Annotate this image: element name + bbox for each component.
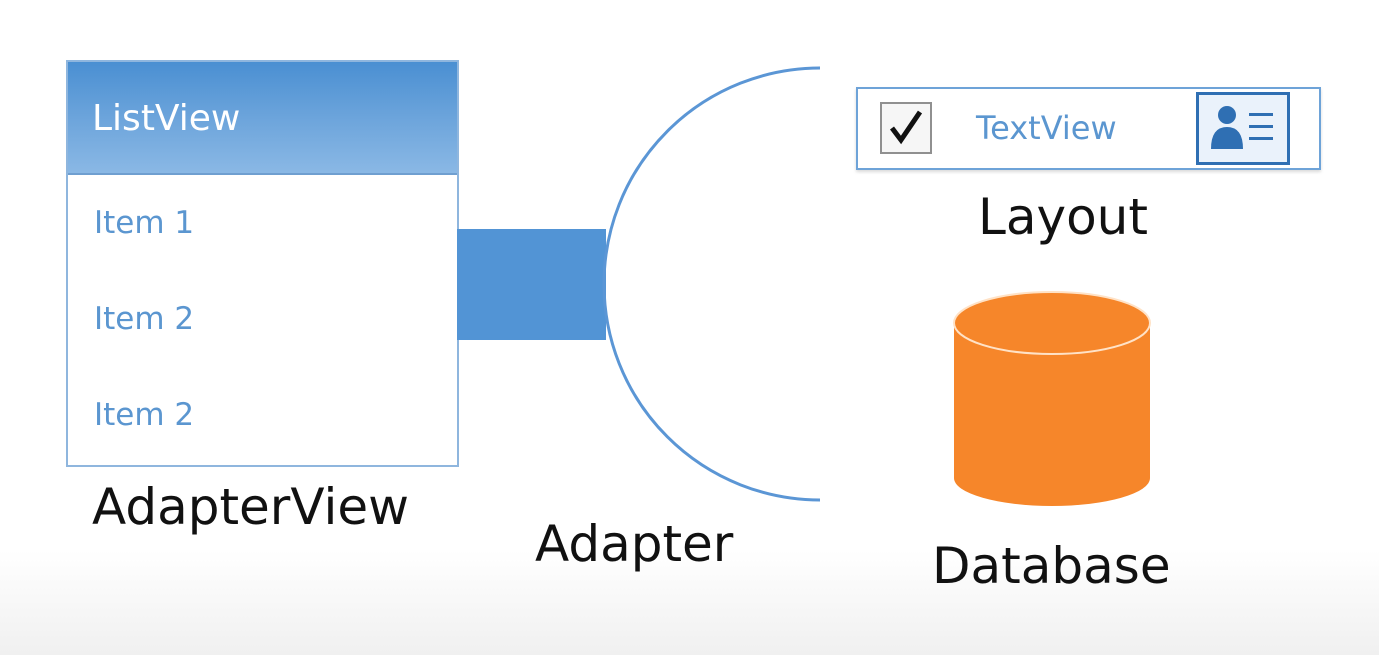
- list-item[interactable]: Item 1: [94, 205, 195, 241]
- database-label: Database: [932, 537, 1171, 595]
- list-item[interactable]: Item 2: [94, 397, 195, 433]
- list-item[interactable]: Item 2: [94, 301, 195, 337]
- layout-row: TextView: [856, 87, 1321, 170]
- checkbox-icon[interactable]: [880, 102, 932, 154]
- database-icon: [953, 291, 1151, 506]
- adapter-connector: [457, 229, 606, 340]
- textview-label: TextView: [976, 109, 1117, 147]
- listview-header: ListView: [68, 62, 457, 175]
- listview: ListView Item 1 Item 2 Item 2: [66, 60, 459, 467]
- adapter-label: Adapter: [535, 515, 734, 573]
- adapterview-label: AdapterView: [92, 478, 410, 536]
- layout-label: Layout: [978, 188, 1148, 246]
- contact-card-icon: [1196, 92, 1290, 165]
